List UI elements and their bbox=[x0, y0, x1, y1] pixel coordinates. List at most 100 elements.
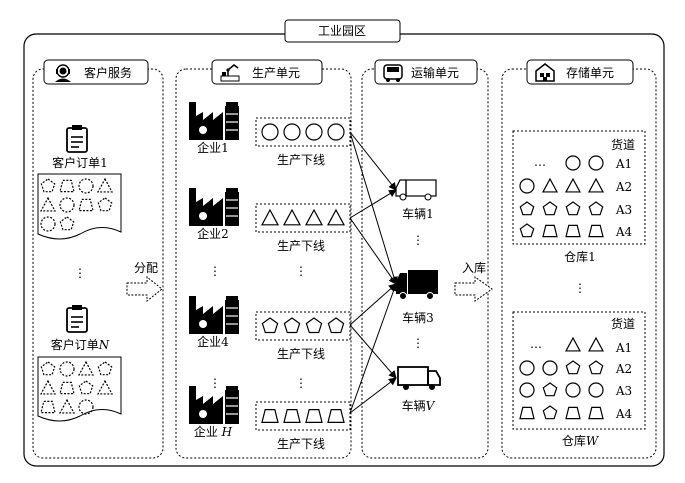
inbound-arrow bbox=[454, 276, 493, 302]
customer-column bbox=[32, 68, 164, 459]
circle-item bbox=[59, 197, 75, 213]
robot-arm-icon bbox=[220, 64, 240, 82]
park-title: 工业园区 bbox=[318, 24, 366, 38]
warehouse-w-lane-a4: A4 bbox=[615, 407, 633, 421]
triangle-item bbox=[77, 360, 95, 376]
triangle-item bbox=[282, 208, 302, 226]
warehouse-w-box bbox=[512, 311, 646, 430]
factory-icon bbox=[189, 296, 239, 334]
enterprise-row: 企业 H 生产下线 bbox=[189, 386, 351, 451]
pentagon-item bbox=[542, 201, 558, 216]
circle-item bbox=[519, 360, 535, 376]
trapezoid-item bbox=[327, 409, 345, 423]
triangle-item bbox=[326, 208, 346, 226]
warehouse-1-ellipsis: … bbox=[534, 155, 546, 169]
triangle-item bbox=[564, 336, 582, 352]
enterprise-label: 企业2 bbox=[197, 226, 229, 241]
line-vdots-b: ⋮ bbox=[295, 376, 307, 390]
trapezoid-item bbox=[565, 224, 581, 238]
pentagon-item bbox=[97, 361, 113, 376]
enterprise-row: 企业2 生产下线 bbox=[189, 188, 351, 253]
assign-arrow bbox=[126, 275, 163, 303]
production-line-box bbox=[255, 203, 351, 233]
pentagon-item bbox=[78, 380, 94, 395]
pentagon-item bbox=[565, 201, 581, 216]
pentagon-item bbox=[261, 317, 279, 334]
vehicle-3-label: 车辆3 bbox=[402, 310, 434, 325]
production-line-box bbox=[255, 401, 351, 431]
production-line-label: 生产下线 bbox=[277, 239, 325, 253]
transport-header: 运输单元 bbox=[374, 59, 478, 85]
warehouse-1-lane-header: 货道 bbox=[611, 137, 635, 152]
factory-icon bbox=[189, 102, 239, 140]
circle-item bbox=[59, 361, 75, 377]
trapezoid-item bbox=[588, 406, 604, 420]
circle-item bbox=[565, 155, 581, 171]
line-vdots-a: ⋮ bbox=[295, 264, 307, 278]
truck-icon bbox=[396, 270, 438, 300]
pentagon-item bbox=[283, 317, 301, 334]
enterprise-label: 企业 H bbox=[194, 424, 233, 439]
trapezoid-item bbox=[519, 406, 535, 420]
customer-header-label: 客户服务 bbox=[84, 65, 132, 80]
warehouse-vdots: ⋮ bbox=[574, 281, 586, 295]
circle-item bbox=[588, 155, 604, 171]
circle-item bbox=[78, 399, 94, 415]
warehouse-1-lane-a4: A4 bbox=[615, 225, 633, 239]
circle-item bbox=[542, 360, 558, 376]
storage-column bbox=[501, 68, 657, 459]
triangle-item bbox=[39, 379, 57, 395]
pentagon-item bbox=[565, 360, 581, 375]
assign-label: 分配 bbox=[134, 261, 158, 275]
customer-header: 客户服务 bbox=[43, 59, 149, 85]
triangle-item bbox=[304, 208, 324, 226]
warehouse-w-lane-a2: A2 bbox=[615, 362, 632, 376]
clipboard-icon bbox=[66, 305, 88, 333]
production-line-label: 生产下线 bbox=[277, 347, 325, 361]
pentagon-item bbox=[327, 317, 345, 334]
production-header-label: 生产单元 bbox=[252, 66, 300, 80]
order-n-shapes bbox=[39, 360, 114, 415]
warehouse-w-lane-header: 货道 bbox=[611, 316, 635, 331]
trapezoid-item bbox=[283, 409, 301, 423]
vehicle-v: 车辆V bbox=[397, 366, 441, 413]
vehicle-3: 车辆3 bbox=[396, 270, 438, 325]
trapezoid-item bbox=[542, 224, 558, 238]
factory-icon bbox=[189, 188, 239, 226]
pentagon-item bbox=[40, 178, 56, 193]
warehouse-1-lane-a1: A1 bbox=[615, 157, 632, 171]
warehouse-w-lane-a3: A3 bbox=[615, 384, 632, 398]
inbound-label: 入库 bbox=[462, 260, 486, 275]
trapezoid-item bbox=[78, 198, 94, 212]
circle-item bbox=[78, 178, 94, 194]
vehicle-1-label: 车辆1 bbox=[402, 206, 434, 221]
production-line-box bbox=[255, 311, 351, 341]
order-n-doc bbox=[37, 356, 122, 422]
pentagon-item bbox=[588, 360, 604, 375]
order-1-label: 客户订单1 bbox=[52, 155, 108, 170]
trapezoid-item bbox=[40, 400, 56, 414]
warehouse-w-ellipsis: … bbox=[530, 337, 542, 351]
triangle-item bbox=[541, 177, 559, 193]
pentagon-item bbox=[519, 223, 535, 238]
order-n: 客户订单N bbox=[37, 305, 122, 422]
dispatch-arrows bbox=[349, 131, 398, 414]
truck-icon bbox=[383, 64, 403, 82]
circle-item bbox=[519, 382, 535, 398]
warehouse-w-shapes bbox=[519, 336, 605, 420]
park-title-box bbox=[284, 19, 401, 43]
trapezoid-item bbox=[59, 179, 75, 193]
trapezoid-item bbox=[305, 409, 323, 423]
order-1: 客户订单1 bbox=[37, 125, 122, 240]
pentagon-item bbox=[97, 197, 113, 212]
production-line-label: 生产下线 bbox=[277, 437, 325, 451]
order-1-doc bbox=[37, 173, 122, 240]
vehicle-1: 车辆1 bbox=[395, 179, 437, 221]
enterprise-vdots-a: ⋮ bbox=[209, 264, 221, 278]
triangle-item bbox=[96, 177, 114, 193]
circle-item bbox=[588, 382, 604, 398]
trapezoid-item bbox=[59, 381, 75, 395]
